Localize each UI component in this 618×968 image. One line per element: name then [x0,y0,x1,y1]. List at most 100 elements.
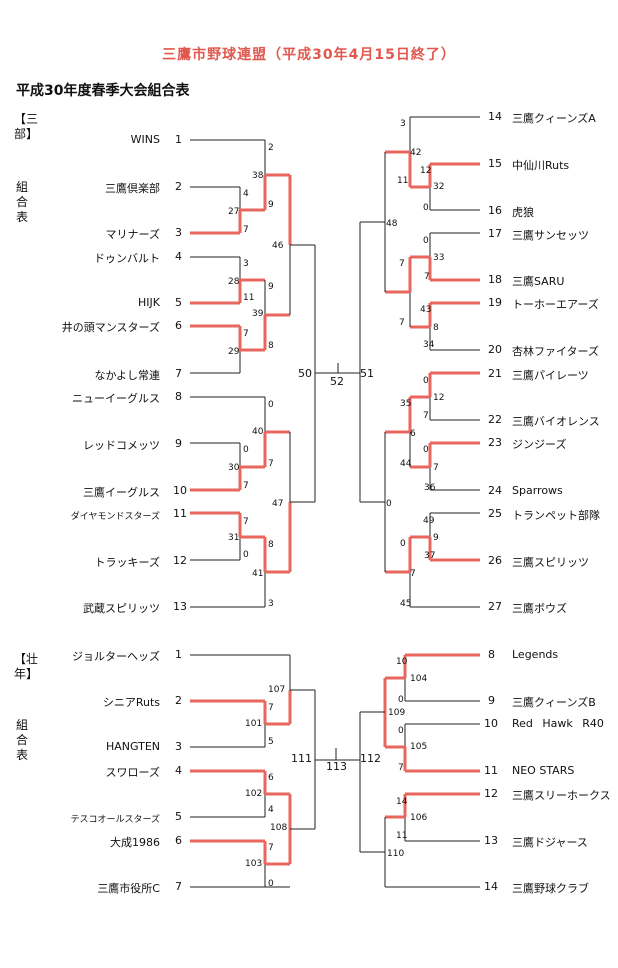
team-number: 23 [488,436,502,449]
team-name: Sparrows [512,484,563,497]
match-score: 106 [410,813,427,823]
team-name: 三鷹SARU [512,275,565,288]
team-name: ドゥンバルト [94,252,160,265]
match-score: 7 [243,329,249,339]
match-score: 3 [400,119,406,129]
match-score: 7 [399,259,405,269]
team-number: 17 [488,227,502,240]
match-score: 7 [268,843,274,853]
match-score: 45 [400,599,411,609]
match-score: 3 [268,599,274,609]
match-score: 37 [424,551,435,561]
match-score: 7 [399,318,405,328]
document-title: 平成30年度春季大会組合表 [16,83,190,99]
match-score: 103 [245,859,262,869]
match-score: 43 [420,305,431,315]
match-score: 0 [423,445,429,455]
team-name: ジンジーズ [512,438,567,451]
team-name: 三鷹市役所C [97,882,160,895]
team-number: 15 [488,157,502,170]
match-score: 108 [270,823,287,833]
match-score: 12 [433,393,444,403]
team-number: 3 [175,226,182,239]
team-name: 三鷹イーグルス [83,486,160,499]
match-score: 6 [268,773,274,783]
team-number: 5 [175,296,182,309]
match-score: 11 [397,176,408,186]
team-number: 5 [175,810,182,823]
team-number: 26 [488,554,502,567]
match-score: 7 [410,569,416,579]
team-number: 4 [175,764,182,777]
final-score-left: 50 [298,367,312,380]
match-score: 8 [268,341,274,351]
match-score: 34 [423,340,435,350]
team-name: 三鷹パイレーツ [512,369,589,382]
match-score: 105 [410,742,427,752]
match-score: 0 [400,539,406,549]
team-number: 13 [173,600,187,613]
team-number: 7 [175,880,182,893]
team-name: 中仙川Ruts [512,159,570,172]
match-score: 10 [396,657,408,667]
match-score: 48 [386,219,398,229]
section2-label-bottom: 組合表 [15,718,28,762]
match-score: 4 [243,189,249,199]
match-score: 40 [252,427,264,437]
team-number: 11 [484,764,498,777]
match-score: 27 [228,207,239,217]
match-score: 0 [243,550,249,560]
page-title: 三鷹市野球連盟（平成30年4月15日終了） [162,47,456,63]
match-score: 0 [423,376,429,386]
match-score: 36 [424,483,436,493]
team-number: 10 [173,484,187,497]
team-name: 三鷹倶楽部 [105,182,160,195]
team-name: Legends [512,648,559,661]
match-score: 107 [268,685,285,695]
match-score: 0 [398,726,404,736]
match-score: 42 [410,148,421,158]
match-score: 0 [423,203,429,213]
match-score: 32 [433,182,444,192]
match-score: 0 [243,445,249,455]
match-score: 7 [243,225,249,235]
team-name: 井の頭マンスターズ [61,321,160,334]
team-name: 三鷹ドジャース [512,836,588,849]
team-number: 13 [484,834,498,847]
team-number: 18 [488,273,502,286]
match-score: 0 [268,400,274,410]
team-number: 21 [488,367,502,380]
team-name: 三鷹クィーンズB [512,696,596,709]
team-name: 三鷹スリーホークス [512,789,611,802]
team-name: 三鷹スピリッツ [512,556,589,569]
team-name: 杏林ファイターズ [512,345,600,358]
match-score: 30 [228,463,240,473]
match-score: 14 [396,797,408,807]
team-number: 2 [175,694,182,707]
team-number: 9 [488,694,495,707]
team-number: 22 [488,413,502,426]
team-number: 6 [175,319,182,332]
match-score: 5 [268,737,274,747]
match-score: 102 [245,789,262,799]
team-number: 7 [175,367,182,380]
match-score: 39 [252,309,264,319]
team-name: 三鷹クィーンズA [512,112,596,125]
match-score: 8 [433,323,439,333]
team-name: WINS [130,133,160,146]
team-number: 25 [488,507,502,520]
team-number: 12 [173,554,187,567]
match-score: 38 [252,171,264,181]
match-score: 2 [268,143,274,153]
team-number: 12 [484,787,498,800]
team-name: 三鷹ボウズ [512,602,567,615]
match-score: 104 [410,674,427,684]
match-score: 7 [268,459,274,469]
team-number: 4 [175,250,182,263]
team-number: 24 [488,484,502,497]
team-name: ジョルターヘッズ [72,650,160,663]
match-score: 11 [243,293,254,303]
team-name: 大成1986 [110,836,160,849]
match-score: 44 [400,459,412,469]
team-name: トラッキーズ [94,556,160,569]
